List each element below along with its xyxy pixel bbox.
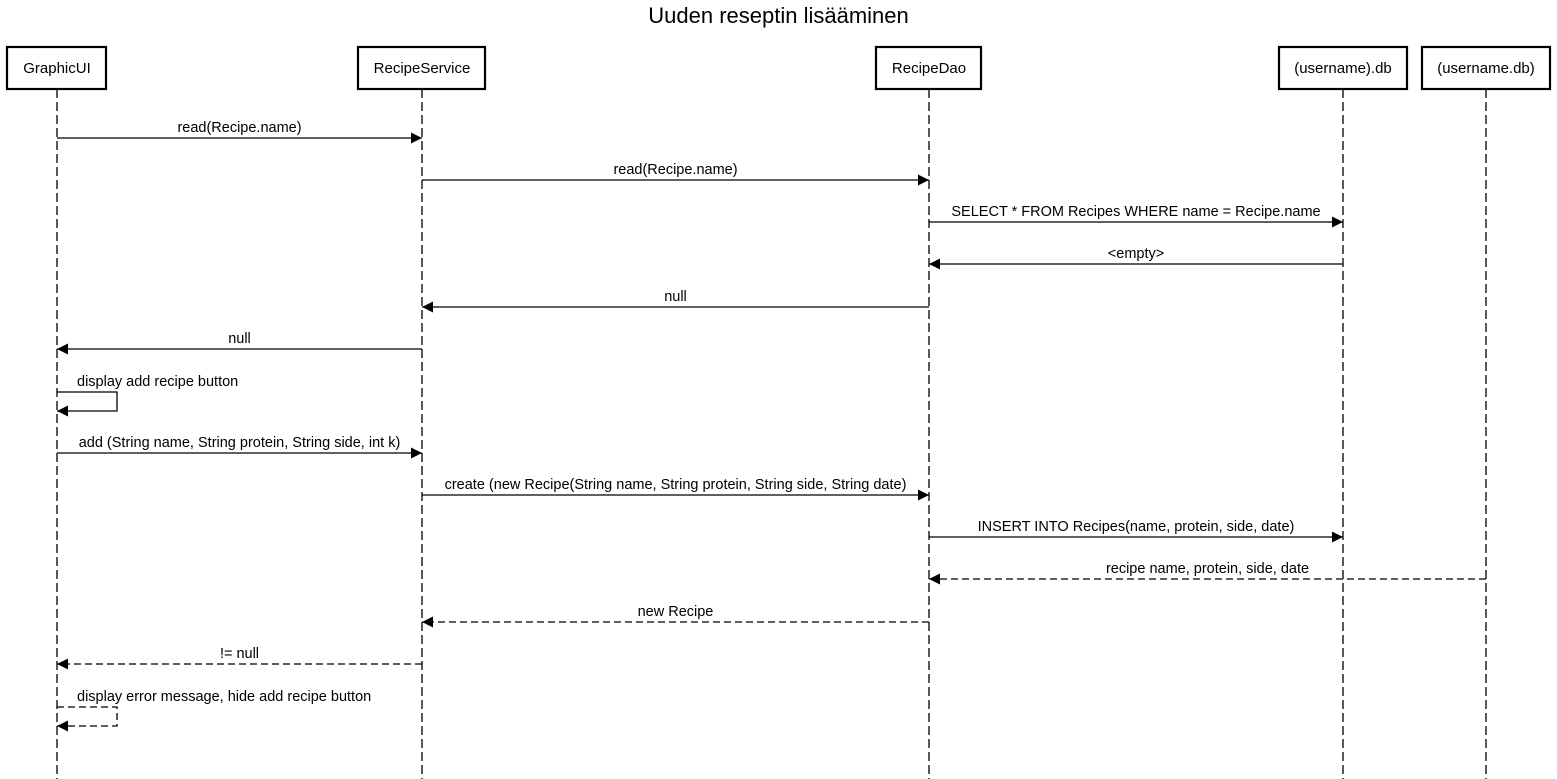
- participants: GraphicUI RecipeService RecipeDao (username…: [5, 45, 1552, 91]
- message-2: read(Recipe.name): [422, 162, 929, 186]
- participant-p0: GraphicUI: [5, 45, 108, 91]
- participant-label: (username).db: [1294, 60, 1392, 77]
- message-label: null: [664, 289, 687, 305]
- participant-box: [5, 45, 108, 91]
- participant-label: (username.db): [1437, 60, 1535, 77]
- message-label: display error message, hide add recipe b…: [77, 689, 371, 705]
- participant-box: [874, 45, 983, 91]
- message-8: add (String name, String protein, String…: [57, 435, 422, 459]
- message-label: <empty>: [1108, 246, 1164, 262]
- message-6: null: [57, 331, 422, 355]
- participant-label: RecipeDao: [892, 60, 966, 77]
- lifelines: [56, 89, 1487, 779]
- diagram-title: Uuden reseptin lisääminen: [648, 3, 909, 28]
- participant-box: [1420, 45, 1552, 91]
- message-label: != null: [220, 646, 259, 662]
- message-label: read(Recipe.name): [177, 120, 301, 136]
- participant-box: [356, 45, 487, 91]
- message-label: create (new Recipe(String name, String p…: [445, 477, 907, 493]
- message-12: new Recipe: [422, 604, 929, 628]
- message-4: <empty>: [929, 246, 1343, 270]
- messages: read(Recipe.name) read(Recipe.name) SELECT…: [57, 120, 1486, 732]
- participant-p2: RecipeDao: [874, 45, 983, 91]
- message-14: display error message, hide add recipe b…: [57, 689, 371, 732]
- message-label: new Recipe: [638, 604, 714, 620]
- self-message-arrow: [57, 391, 118, 417]
- message-label: recipe name, protein, side, date: [1106, 561, 1309, 577]
- message-label: display add recipe button: [77, 374, 238, 390]
- message-label: null: [228, 331, 251, 347]
- message-3: SELECT * FROM Recipes WHERE name = Recip…: [929, 204, 1343, 228]
- message-11: recipe name, protein, side, date: [929, 561, 1486, 585]
- message-label: read(Recipe.name): [613, 162, 737, 178]
- participant-p1: RecipeService: [356, 45, 487, 91]
- participant-p4: (username.db): [1420, 45, 1552, 91]
- message-9: create (new Recipe(String name, String p…: [422, 477, 929, 501]
- message-label: add (String name, String protein, String…: [79, 435, 401, 451]
- participant-p3: (username).db: [1277, 45, 1409, 91]
- message-1: read(Recipe.name): [57, 120, 422, 144]
- participant-box: [1277, 45, 1409, 91]
- message-13: != null: [57, 646, 422, 670]
- message-label: INSERT INTO Recipes(name, protein, side,…: [978, 519, 1295, 535]
- message-7: display add recipe button: [57, 374, 238, 417]
- participant-label: GraphicUI: [23, 60, 91, 77]
- message-5: null: [422, 289, 929, 313]
- self-message-arrow: [57, 706, 118, 732]
- participant-label: RecipeService: [374, 60, 471, 77]
- message-label: SELECT * FROM Recipes WHERE name = Recip…: [951, 204, 1320, 220]
- message-10: INSERT INTO Recipes(name, protein, side,…: [929, 519, 1343, 543]
